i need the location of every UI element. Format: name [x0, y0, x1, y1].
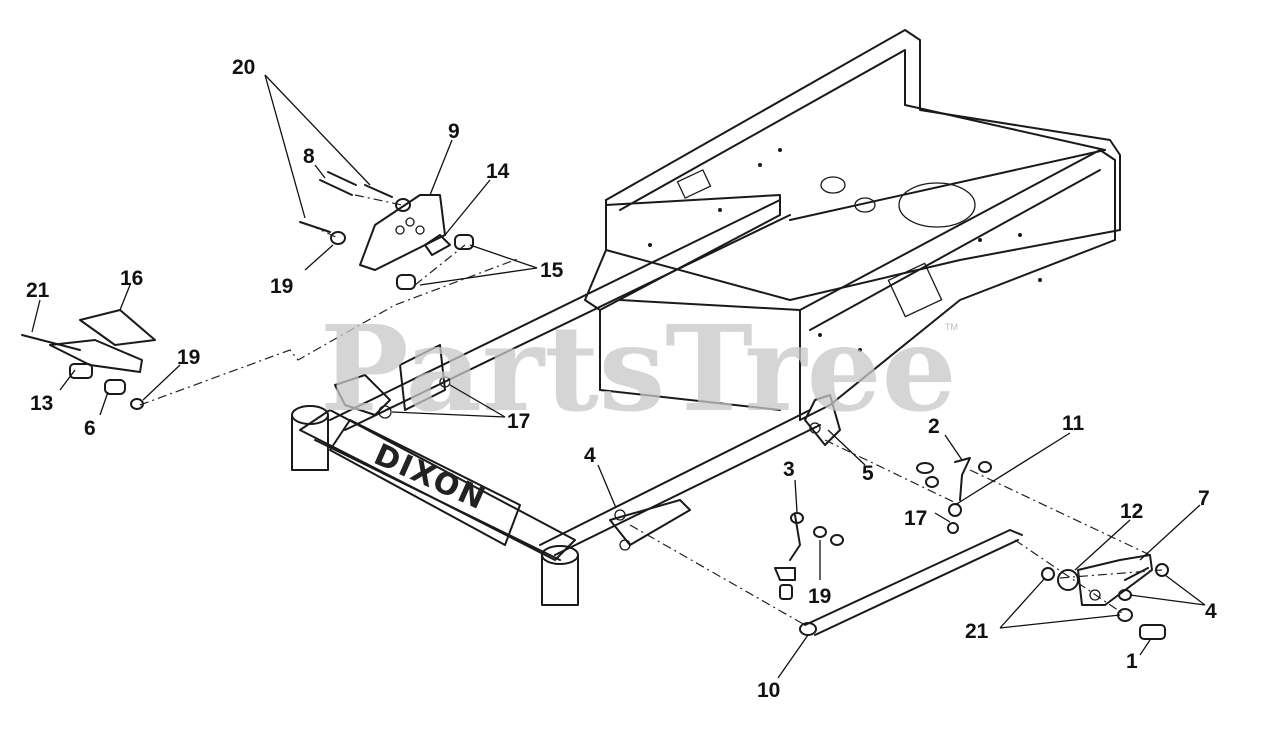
callout-19-upper: 19 — [270, 275, 293, 298]
assembly-lines — [139, 194, 1163, 626]
callout-1: 1 — [1126, 650, 1138, 673]
trademark-mark: TM — [945, 322, 958, 332]
mounted-bracket — [334, 344, 451, 419]
callout-2: 2 — [928, 415, 940, 438]
callout-labels: 20 8 9 14 15 19 21 16 13 6 19 17 4 3 19 … — [26, 56, 1217, 702]
callout-14: 14 — [486, 160, 510, 183]
chassis-frame — [291, 29, 1121, 606]
callout-3: 3 — [783, 458, 795, 481]
callout-17-right: 17 — [904, 507, 927, 530]
callout-11: 11 — [1062, 412, 1085, 435]
leader-lines — [31, 74, 1206, 679]
callout-7: 7 — [1198, 487, 1210, 510]
callout-21-right: 21 — [965, 620, 989, 643]
callout-8: 8 — [303, 145, 315, 168]
callout-9: 9 — [448, 120, 460, 143]
callout-5: 5 — [862, 462, 874, 485]
upper-bracket-assembly — [299, 171, 474, 290]
pedal-assembly — [21, 309, 156, 410]
callout-12: 12 — [1120, 500, 1143, 523]
callout-6: 6 — [84, 417, 96, 440]
callout-16: 16 — [120, 267, 143, 290]
callout-13: 13 — [30, 392, 53, 415]
callout-21-left: 21 — [26, 279, 50, 302]
frame-brand-text: DIXON — [369, 437, 492, 517]
callout-19-left: 19 — [177, 346, 200, 369]
callout-17-left: 17 — [507, 410, 530, 433]
callout-19-center: 19 — [808, 585, 831, 608]
callout-4-right: 4 — [1205, 600, 1217, 623]
linkage-assembly — [774, 457, 1169, 640]
watermark-text: PartsTree — [320, 299, 957, 438]
callout-20: 20 — [232, 56, 255, 79]
callout-15: 15 — [540, 259, 564, 282]
callout-4-center: 4 — [584, 444, 596, 467]
callout-10: 10 — [757, 679, 780, 702]
